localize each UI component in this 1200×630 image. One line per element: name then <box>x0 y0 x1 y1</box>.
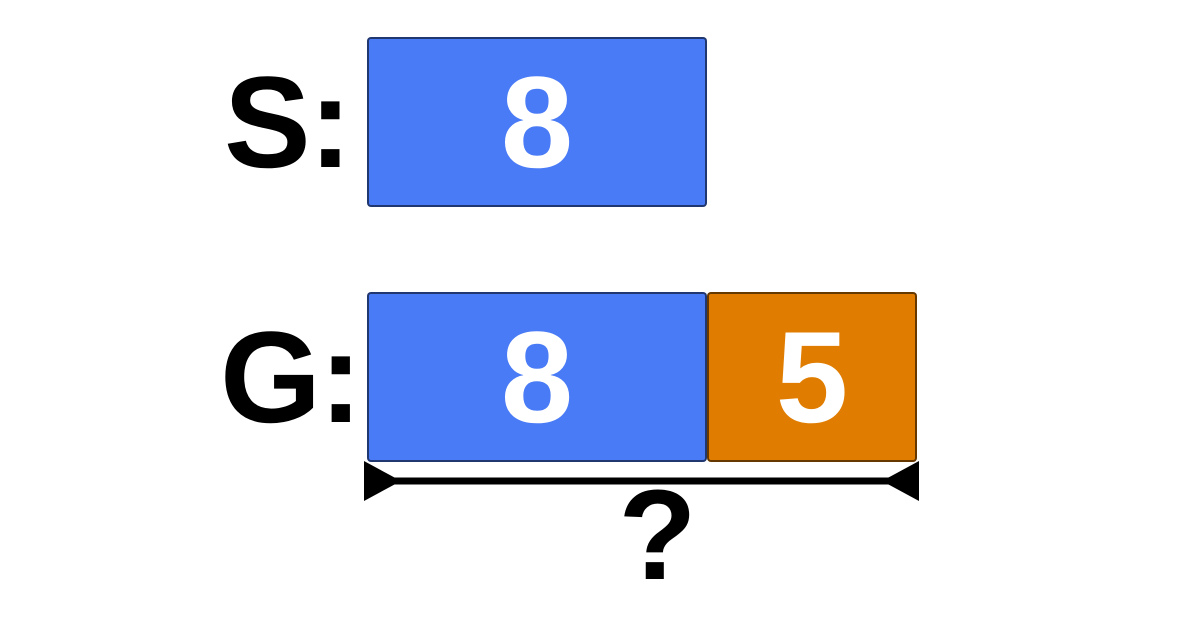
row-g-label: G: <box>220 304 362 450</box>
row-s-segment: 8 <box>367 37 707 207</box>
total-span-arrow-icon <box>363 460 920 502</box>
row-s-label: S: <box>224 49 352 195</box>
row-g-segment-orange-value: 5 <box>775 304 849 450</box>
total-question-label: ? <box>618 464 697 607</box>
row-g-segment-blue-value: 8 <box>500 304 574 450</box>
row-g-segment-orange: 5 <box>707 292 917 462</box>
row-g-segment-blue: 8 <box>367 292 707 462</box>
row-s: S: 8 <box>220 37 707 207</box>
row-g: G: 8 5 <box>220 292 917 462</box>
row-s-segment-value: 8 <box>500 49 574 195</box>
